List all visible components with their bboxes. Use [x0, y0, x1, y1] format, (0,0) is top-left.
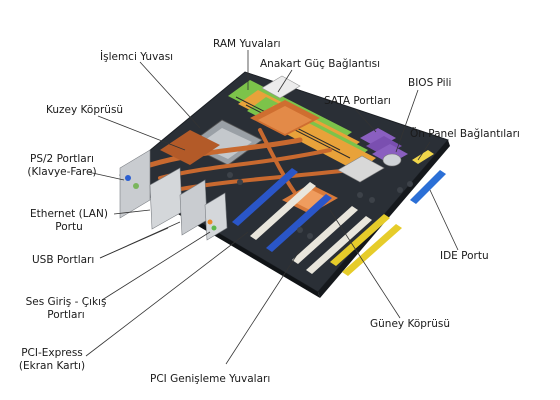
label-northbridge: Kuzey Köprüsü: [46, 104, 123, 117]
label-usb-ports: USB Portları: [32, 254, 94, 267]
label-ps2-line2: (Klavye-Fare): [22, 166, 102, 179]
label-bios-battery: BIOS Pili: [408, 77, 451, 90]
label-ram-slots: RAM Yuvaları: [213, 38, 281, 51]
label-sata-ports: SATA Portları: [324, 95, 391, 108]
label-pcie-line2: (Ekran Kartı): [14, 360, 90, 373]
label-audio-line1: Ses Giriş - Çıkış: [18, 296, 114, 309]
label-ps2-line1: PS/2 Portları: [22, 153, 102, 166]
label-pci-slots: PCI Genişleme Yuvaları: [150, 373, 270, 386]
label-front-panel: Ön Panel Bağlantıları: [410, 128, 520, 141]
label-pcie: PCI-Express (Ekran Kartı): [14, 347, 90, 373]
label-ethernet-line2: Portu: [26, 221, 112, 234]
label-ps2-ports: PS/2 Portları (Klavye-Fare): [22, 153, 102, 179]
label-ethernet: Ethernet (LAN) Portu: [26, 208, 112, 234]
label-cpu-socket: İşlemci Yuvası: [100, 51, 173, 64]
label-ethernet-line1: Ethernet (LAN): [26, 208, 112, 221]
label-pcie-line1: PCI-Express: [14, 347, 90, 360]
label-power-connector: Anakart Güç Bağlantısı: [260, 58, 380, 71]
label-ide-port: IDE Portu: [440, 250, 489, 263]
label-audio-line2: Portları: [18, 309, 114, 322]
label-audio-ports: Ses Giriş - Çıkış Portları: [18, 296, 114, 322]
bios-battery-graphic: [383, 154, 401, 166]
label-southbridge: Güney Köprüsü: [370, 318, 450, 331]
